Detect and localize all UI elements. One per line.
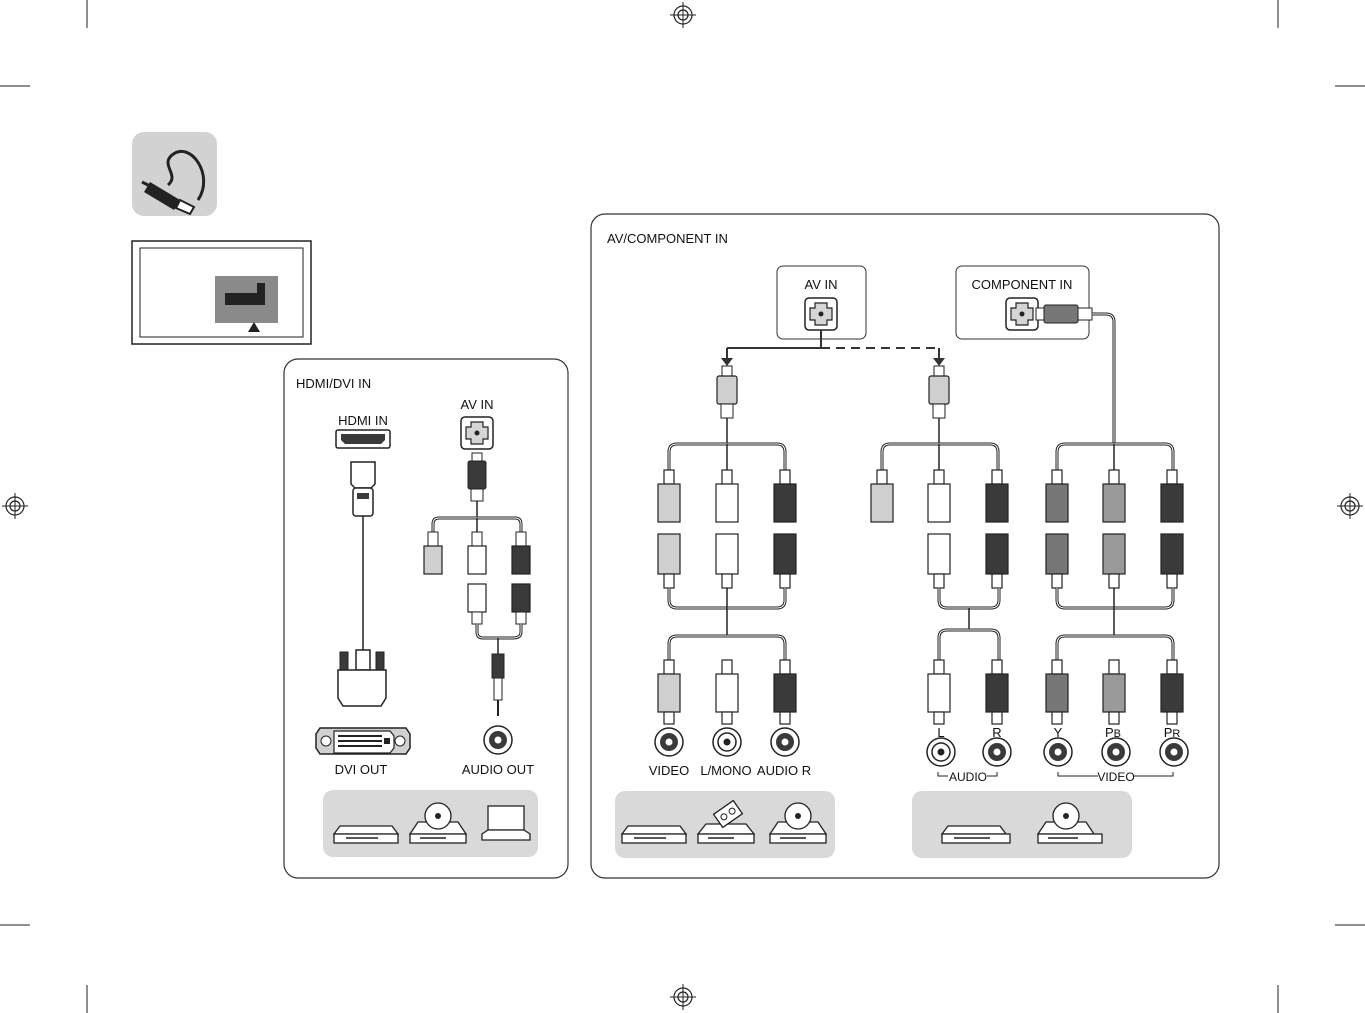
registration-mark-right <box>1337 493 1363 519</box>
l-label: L <box>937 725 944 740</box>
hdmi-dvi-panel: HDMI/DVI IN HDMI IN <box>284 359 568 878</box>
dvi-out-label: DVI OUT <box>335 762 388 777</box>
audio-r-label: AUDIO R <box>757 763 811 778</box>
tv-back-icon <box>132 241 311 344</box>
component-in-label: COMPONENT IN <box>972 277 1073 292</box>
registration-mark-top <box>670 2 696 28</box>
pr-label: P <box>1164 725 1173 740</box>
y-label: Y <box>1054 725 1063 740</box>
pb-subscript: B <box>1114 728 1121 740</box>
component-pb-jack <box>1102 738 1130 766</box>
hdmi-panel-av-in-label: AV IN <box>461 397 494 412</box>
hdmi-device-tray <box>323 790 538 857</box>
av-component-panel: AV/COMPONENT IN AV IN COMPONENT IN <box>591 214 1219 878</box>
audio-group-label: AUDIO <box>949 770 987 784</box>
hdmi-in-port <box>336 430 390 448</box>
audio-out-jack <box>484 726 512 754</box>
audio-r-jack-2 <box>983 738 1011 766</box>
cable-icon <box>132 132 217 216</box>
registration-mark-bottom <box>670 984 696 1010</box>
audio-out-label: AUDIO OUT <box>462 762 534 777</box>
av-in-port <box>805 298 837 330</box>
dvi-out-port <box>316 728 410 754</box>
l-mono-jack <box>713 728 741 756</box>
video-label: VIDEO <box>649 763 689 778</box>
component-pr-jack <box>1160 738 1188 766</box>
component-device-tray <box>912 791 1132 858</box>
video-jack <box>655 728 683 756</box>
hdmi-panel-title: HDMI/DVI IN <box>296 376 371 391</box>
component-in-port <box>1006 298 1038 330</box>
set-top-box-icon-2 <box>622 826 686 843</box>
av-in-label: AV IN <box>805 277 838 292</box>
component-y-jack <box>1044 738 1072 766</box>
video-group-label: VIDEO <box>1097 770 1134 784</box>
r-label: R <box>992 725 1001 740</box>
set-top-box-icon <box>334 826 398 843</box>
av-device-tray <box>615 791 835 858</box>
svg-text:PB: PB <box>1105 725 1121 740</box>
pb-label: P <box>1105 725 1114 740</box>
registration-mark-left <box>2 493 28 519</box>
audio-l-jack <box>927 738 955 766</box>
svg-text:PR: PR <box>1164 725 1181 740</box>
pr-subscript: R <box>1172 728 1180 740</box>
l-mono-label: L/MONO <box>700 763 751 778</box>
set-top-box-icon-3 <box>942 826 1010 843</box>
laptop-icon <box>482 806 530 840</box>
hdmi-panel-av-in-port <box>461 417 493 449</box>
audio-r-jack <box>771 728 799 756</box>
hdmi-in-label: HDMI IN <box>338 413 388 428</box>
av-panel-title: AV/COMPONENT IN <box>607 231 728 246</box>
